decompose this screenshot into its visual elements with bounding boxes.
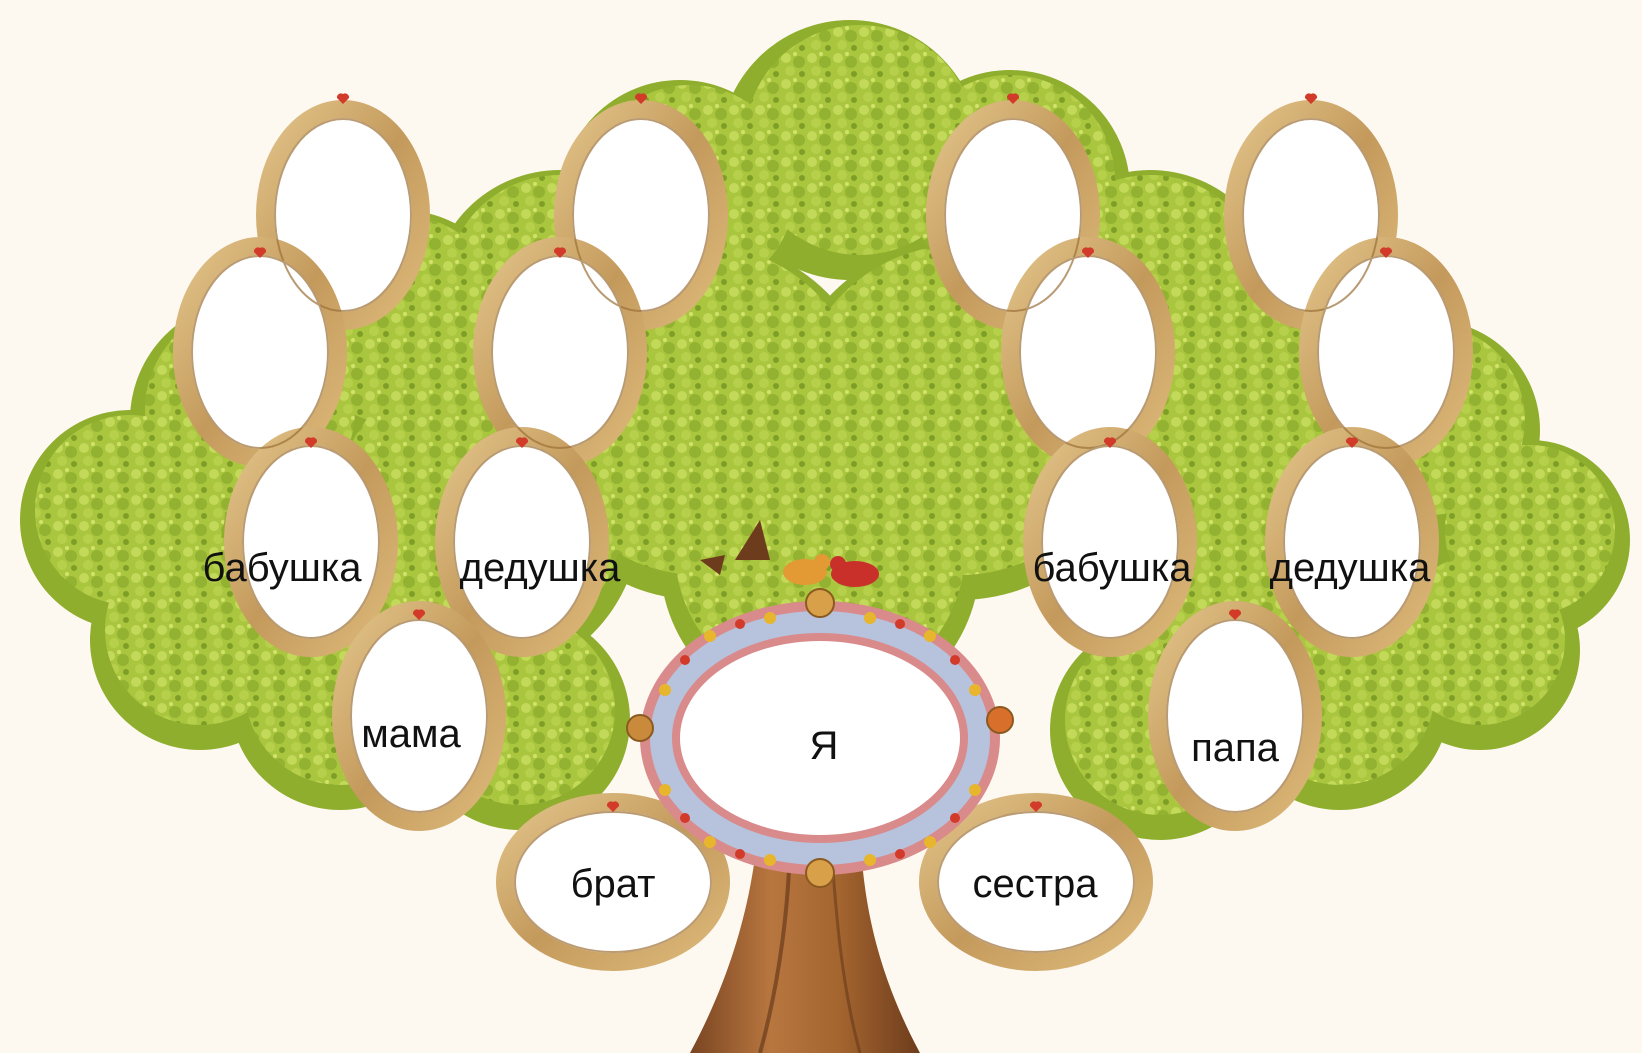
oval-frame-maternal-grandfather [1274, 436, 1430, 648]
label-maternal-grandmother: бабушка [1033, 548, 1192, 588]
label-father: папа [1191, 728, 1279, 768]
oval-frame-paternal-grandfather [444, 436, 600, 648]
label-mother: мама [361, 714, 461, 754]
label-sister: сестра [972, 864, 1097, 904]
label-maternal-grandfather: дедушка [1270, 548, 1431, 588]
label-me: Я [810, 726, 839, 766]
oval-frame [182, 246, 338, 458]
oval-frame [1010, 246, 1166, 458]
oval-frame [1308, 246, 1464, 458]
oval-frame-paternal-grandmother [233, 436, 389, 648]
oval-frame [482, 246, 638, 458]
oval-frame-father [1157, 610, 1313, 822]
label-brother: брат [571, 864, 656, 904]
label-paternal-grandmother: бабушка [203, 548, 362, 588]
label-paternal-grandfather: дедушка [460, 548, 621, 588]
oval-frame-maternal-grandmother [1032, 436, 1188, 648]
